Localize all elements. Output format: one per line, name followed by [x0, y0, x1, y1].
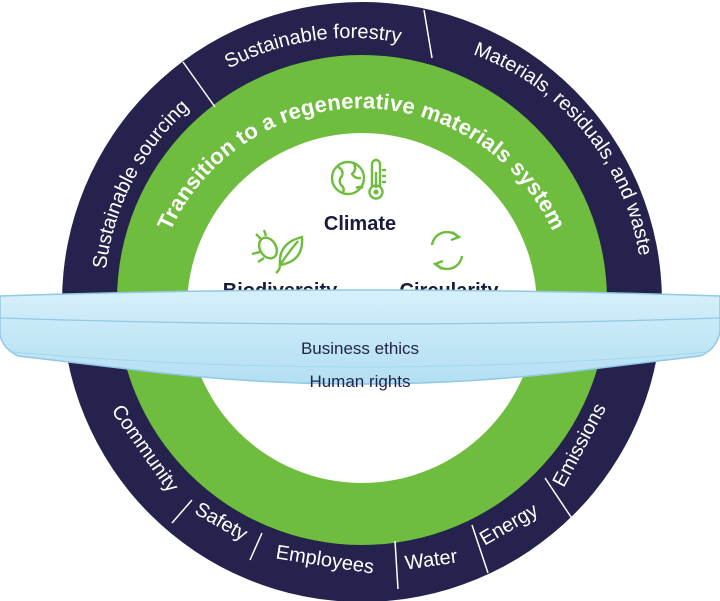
recycle-icon: [430, 230, 464, 271]
top-dividers: [182, 9, 433, 108]
leaf-bug-icon: [251, 229, 304, 274]
band-human-rights: Human rights: [309, 372, 410, 391]
core-climate-label: Climate: [324, 213, 396, 235]
bottom-dividers: [171, 477, 574, 590]
band-business-ethics: Business ethics: [301, 339, 419, 358]
thermometer-icon: [368, 158, 386, 200]
globe-icon: [330, 160, 366, 196]
ethics-band: [0, 289, 720, 385]
